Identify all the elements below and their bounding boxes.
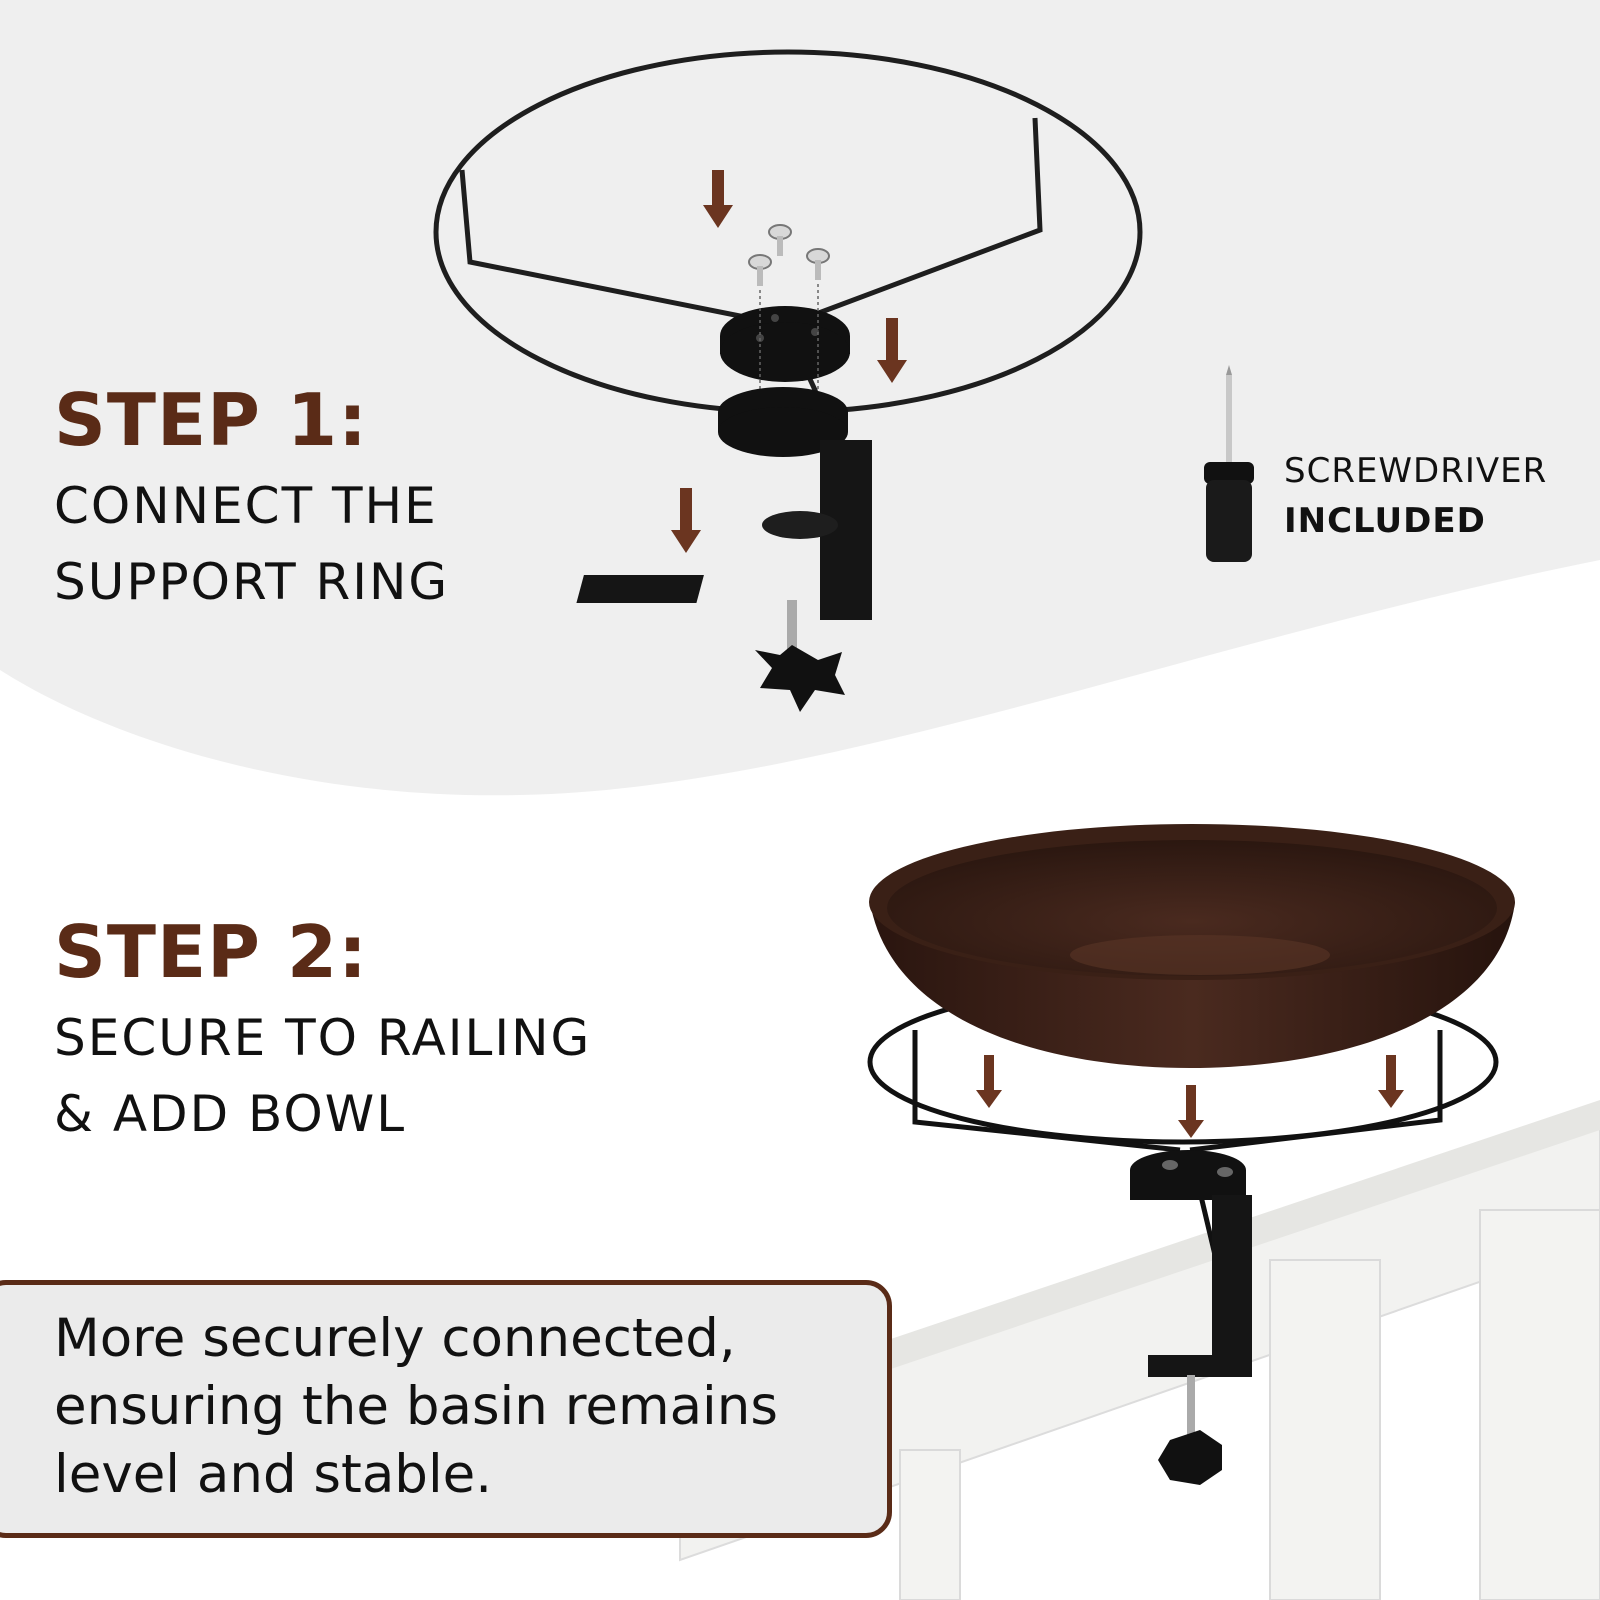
down-arrow-icon <box>976 1055 1002 1108</box>
c-clamp <box>576 387 872 712</box>
screw-icon <box>748 254 772 286</box>
down-arrow-icon <box>671 488 701 553</box>
screw-icon <box>806 248 830 280</box>
ring-strut-left <box>459 169 761 323</box>
step1-line2: SUPPORT RING <box>54 553 450 611</box>
callout-line1: More securely connected, <box>54 1308 736 1369</box>
bird-bath-bowl <box>869 824 1515 1068</box>
down-arrow-icon <box>877 318 907 383</box>
step1-arrows <box>671 170 907 553</box>
step2-arrows <box>976 1055 1404 1138</box>
screws <box>748 224 830 440</box>
railing <box>679 1100 1600 1600</box>
step2-line1: SECURE TO RAILING <box>54 1009 592 1067</box>
callout-text: More securely connected, ensuring the ba… <box>54 1305 778 1509</box>
mounting-plate-upper <box>720 306 850 382</box>
screwdriver-label-line1: SCREWDRIVER <box>1284 451 1548 491</box>
ring-mounted <box>867 979 1499 1256</box>
down-arrow-icon <box>1178 1085 1204 1138</box>
down-arrow-icon <box>1378 1055 1404 1108</box>
screwdriver-label-line2: INCLUDED <box>1284 501 1486 541</box>
star-knob-icon <box>755 645 845 712</box>
screw-icon <box>768 224 792 256</box>
screwdriver-icon <box>1204 365 1254 562</box>
clamp-mounted <box>1130 1150 1252 1485</box>
ring-strut-right <box>799 117 1043 323</box>
step2-line2: & ADD BOWL <box>54 1085 407 1143</box>
callout-box <box>0 1280 892 1538</box>
step1-title: STEP 1: <box>54 378 368 462</box>
step1-line1: CONNECT THE <box>54 477 438 535</box>
step2-title: STEP 2: <box>54 910 368 994</box>
callout-line2: ensuring the basin remains <box>54 1376 778 1437</box>
callout-line3: level and stable. <box>54 1444 493 1505</box>
down-arrow-icon <box>703 170 733 228</box>
star-knob-icon <box>1158 1430 1222 1485</box>
